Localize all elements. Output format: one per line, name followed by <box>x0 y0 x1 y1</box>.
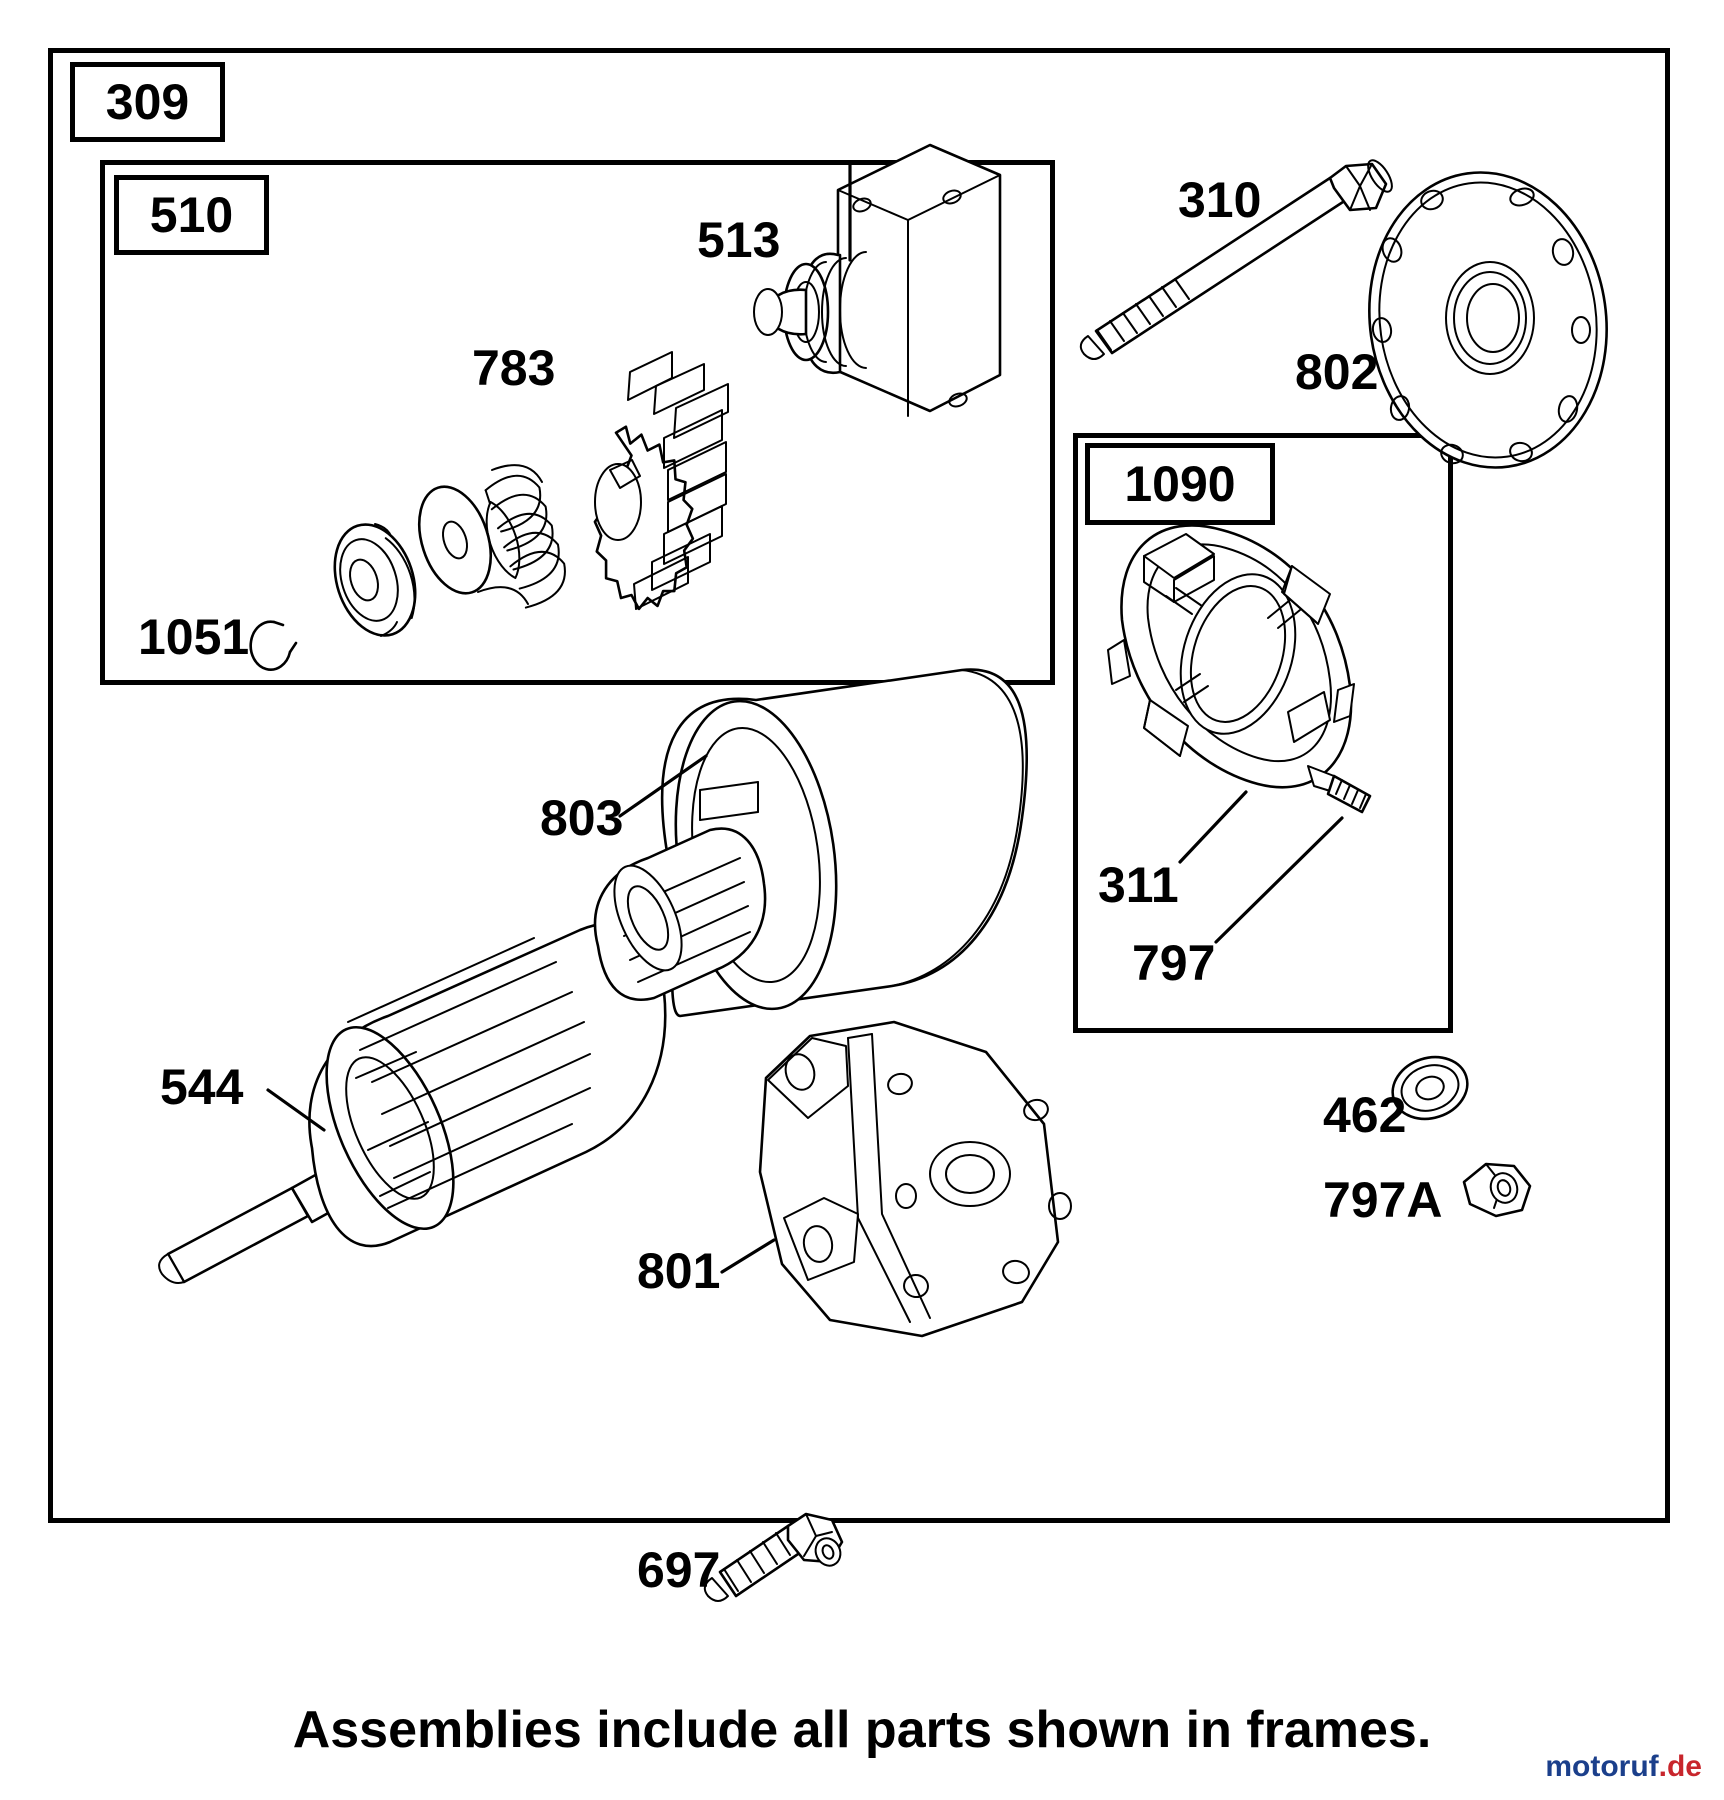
diagram-caption: Assemblies include all parts shown in fr… <box>292 1701 1432 1759</box>
callout-544: 544 <box>160 1059 244 1115</box>
frame-510-starter-drive-assembly <box>100 160 1055 685</box>
callout-513: 513 <box>697 212 781 268</box>
frame-1090-end-cap-assembly <box>1073 433 1453 1033</box>
callout-462: 462 <box>1323 1087 1407 1143</box>
watermark-tld: .de <box>1658 1750 1702 1783</box>
frame-tag-309: 309 <box>70 62 225 142</box>
watermark: motoruf.de <box>1545 1750 1702 1784</box>
callout-697: 697 <box>637 1542 721 1598</box>
callout-801: 801 <box>637 1243 721 1299</box>
callout-783: 783 <box>472 340 556 396</box>
frame-tag-1090: 1090 <box>1085 443 1275 525</box>
callout-797A: 797A <box>1323 1172 1443 1228</box>
callout-802: 802 <box>1295 344 1379 400</box>
watermark-name: motoruf <box>1545 1750 1659 1783</box>
callout-310: 310 <box>1178 172 1262 228</box>
callout-1051: 1051 <box>138 609 250 665</box>
callout-803: 803 <box>540 790 624 846</box>
part-697-mounting-screw <box>705 1514 845 1601</box>
frame-tag-510: 510 <box>114 175 269 255</box>
callout-311: 311 <box>1098 857 1179 913</box>
frame-309-outer-assembly <box>48 48 1670 1523</box>
callout-797: 797 <box>1132 935 1216 991</box>
